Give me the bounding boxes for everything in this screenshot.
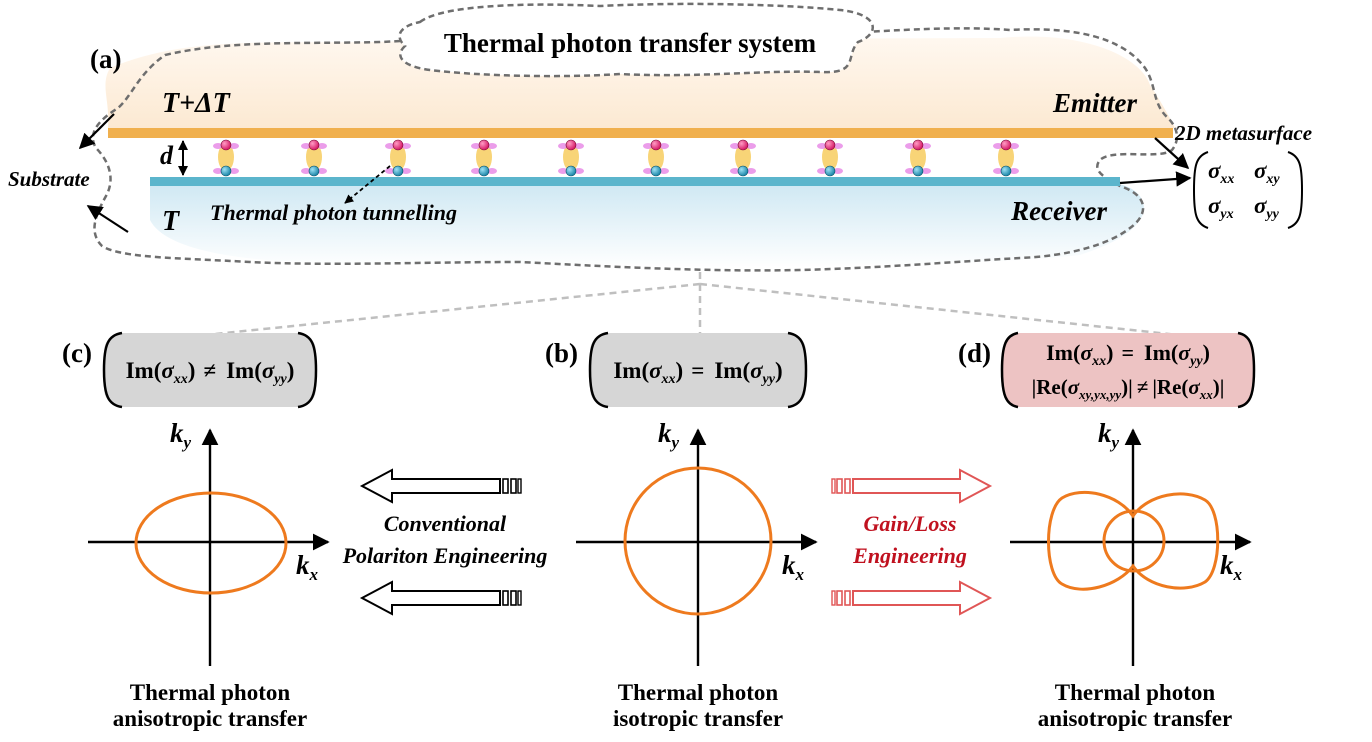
bracket-right-d [1237,331,1256,409]
axis-y-label-b: ky [658,418,680,452]
conventional-label-line2: Polariton Engineering [342,543,548,568]
bracket-left-c [102,331,123,409]
matrix-right-bracket [1287,151,1304,229]
gain-loss-engineering-arrows: Gain/Loss Engineering [831,468,993,616]
conventional-arrow-bottom [359,580,522,616]
receiver-plate [150,177,1120,186]
matrix-sigma-xy: σxy [1254,158,1280,187]
tunnelling-label: Thermal photon tunnelling [210,200,457,225]
caption-c-line2: anisotropic transfer [113,706,307,731]
bracket-right-c [297,331,318,409]
panel-d-label: (d) [958,338,991,368]
axis-y-label-c: ky [170,418,192,452]
condition-box-c [104,333,316,407]
caption-d-line1: Thermal photon [1055,680,1216,705]
caption-d-line2: anisotropic transfer [1038,706,1232,731]
panel-a-label: (a) [90,44,121,74]
dipole-pair [730,139,756,177]
conventional-label-line1: Conventional [384,511,507,536]
metasurface-arrow-top [1154,137,1190,170]
dipole-pair [385,139,411,177]
conventional-arrow-top [359,468,522,504]
dipole-pair [643,139,669,177]
gain-label-line1: Gain/Loss [864,511,957,536]
panel-b: (b) Im(σxx)=Im(σyy) ky kx Thermal photon… [545,331,818,731]
dipole-pair [213,139,239,177]
receiver-label: Receiver [1010,196,1107,226]
matrix-sigma-xx: σxx [1208,158,1234,187]
guide-lines [195,272,1189,338]
emitter-label: Emitter [1052,88,1137,118]
cold-temperature-label: T [162,206,181,237]
condition-c: Im(σxx)≠Im(σyy) [126,358,295,387]
bracket-left-d [1000,331,1019,409]
system-title: Thermal photon transfer system [444,28,817,58]
isofrequency-contour-b [623,466,773,616]
caption-c-line1: Thermal photon [130,680,291,705]
substrate-label: Substrate [8,167,90,191]
isofrequency-contour-d-inner [1102,509,1166,573]
emitter-plate [108,128,1173,138]
panel-d: (d) Im(σxx)=Im(σyy) |Re(σxy,yx,yy)|≠|Re(… [958,331,1256,731]
emitter-region [105,36,1176,129]
panel-c-label: (c) [62,338,92,368]
panel-b-label: (b) [545,338,578,368]
caption-b-line2: isotropic transfer [613,706,783,731]
tunnelling-arrow [344,165,391,204]
panel-c: (c) Im(σxx)≠Im(σyy) ky kx Thermal photon… [62,331,330,731]
dipole-pair [817,139,843,177]
dipole-pair [471,139,497,177]
substrate-arrow-top [78,113,115,150]
axis-y-label-d: ky [1098,418,1120,452]
isofrequency-contour-d-outer [1047,490,1220,591]
receiver-region [150,184,1144,268]
matrix-sigma-yy: σyy [1254,193,1280,222]
dipole-pair [301,139,327,177]
hot-temperature-label: T+ΔT [162,88,232,119]
axis-x-label-b: kx [782,550,805,584]
gain-arrow-top [831,468,993,504]
dipole-pair [905,139,931,177]
isofrequency-contour-c [134,491,288,595]
panel-a: Thermal photon transfer system (a) T+ΔT … [8,2,1312,272]
condition-box-b [590,333,806,407]
metasurface-label: 2D metasurface [1174,121,1312,145]
dipole-pair [558,139,584,177]
dipole-pair [993,139,1019,177]
condition-b: Im(σxx)=Im(σyy) [613,358,782,387]
condition-box-d [1003,333,1253,407]
title-cloud [398,2,874,78]
axis-x-label-c: kx [296,550,319,584]
bracket-right-b [787,331,808,409]
condition-d-line2: |Re(σxy,yx,yy)|≠|Re(σxx)| [1032,375,1225,402]
metasurface-arrow-bottom [1119,171,1192,187]
gain-label-line2: Engineering [852,543,967,568]
axis-x-label-d: kx [1220,550,1243,584]
condition-d-line1: Im(σxx)=Im(σyy) [1046,340,1210,369]
substrate-arrow-bottom [86,205,129,233]
matrix-sigma-yx: σyx [1208,193,1234,222]
matrix-left-bracket [1192,151,1209,229]
conventional-engineering-arrows: Conventional Polariton Engineering [342,468,548,616]
bracket-left-b [588,331,609,409]
caption-b-line1: Thermal photon [618,680,779,705]
gap-label: d [160,141,174,170]
gain-arrow-bottom [831,580,993,616]
dipole-array [213,139,1019,177]
